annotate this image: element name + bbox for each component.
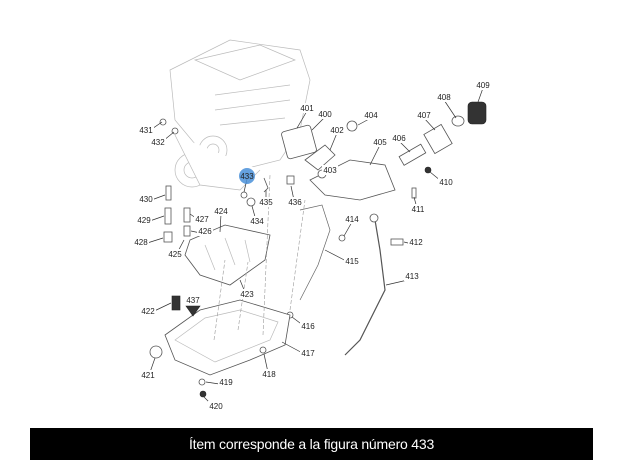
part-number-label: 409 [476,81,490,90]
callout-405: 405 [369,137,388,166]
callout-402: 402 [329,125,345,151]
part-number-label: 425 [168,250,182,259]
part-number-label: 426 [198,227,212,236]
part-number-label: 413 [405,272,419,281]
part-number-label: 416 [301,322,315,331]
part-number-label: 404 [364,111,378,120]
leader-line [329,132,338,151]
callout-420: 420 [203,396,224,411]
callout-414: 414 [343,214,360,237]
callout-424: 424 [213,206,229,233]
callout-430: 430 [138,194,166,204]
callout-415: 415 [324,249,360,266]
part-number-label: 419 [219,378,233,387]
callout-427: 427 [189,213,210,224]
part-number-label: 421 [141,371,155,380]
part-number-label: 408 [437,93,451,102]
callout-401: 401 [296,103,315,129]
callout-407: 407 [416,110,436,131]
part-number-label: 412 [409,238,423,247]
leader-line [443,99,457,119]
leader-line [296,110,308,129]
leader-line [369,144,381,166]
part-number-label: 402 [330,126,344,135]
caption-bar: Ítem corresponde a la figura número 433 [30,428,593,460]
callout-416: 416 [291,316,316,331]
part-number-label: 427 [195,215,209,224]
callout-419: 419 [205,377,234,387]
callout-labels: 400 401 402 403 404 405 406 407 408 409 410 411 412 4… [133,80,491,411]
part-number-label: 407 [417,111,431,120]
small-fasteners [159,118,404,246]
part-number-label: 410 [439,178,453,187]
part-number-label: 435 [259,198,273,207]
part-number-label: 434 [250,217,264,226]
callout-433[interactable]: 433 [239,168,255,193]
caption-text: Ítem corresponde a la figura número 433 [188,436,435,452]
callout-418: 418 [261,353,277,379]
part-number-label: 406 [392,134,406,143]
part-number-label: 429 [137,216,151,225]
callout-423: 423 [239,279,255,299]
part-number-label: 432 [151,138,165,147]
part-number-label: 400 [318,110,332,119]
leader-line [219,213,222,233]
callout-432: 432 [150,131,175,147]
callout-412: 412 [403,237,424,247]
part-number-label: 417 [301,349,315,358]
callout-425: 425 [167,239,185,259]
part-number-label: 431 [139,126,153,135]
callout-426: 426 [190,226,213,236]
callout-404: 404 [357,110,379,126]
callout-431: 431 [138,121,163,135]
callout-428: 428 [133,237,164,247]
callout-409: 409 [475,80,491,103]
callout-406: 406 [391,133,411,153]
callout-436: 436 [287,185,303,207]
oil-pan [149,295,291,398]
callout-408: 408 [436,92,457,119]
callout-417: 417 [281,341,316,358]
part-number-label: 422 [141,307,155,316]
callout-411: 411 [410,196,426,214]
leader-line [311,116,326,131]
part-number-label: 424 [214,207,228,216]
callout-421: 421 [140,357,156,380]
part-number-label: 415 [345,257,359,266]
part-number-label: 411 [412,205,425,214]
leader-line [343,221,353,237]
part-number-label: 433 [240,172,254,181]
callout-435: 435 [258,190,274,207]
callout-422: 422 [140,302,172,316]
part-number-label: 414 [345,215,359,224]
engine-parts-diagram: 400 401 402 403 404 405 406 407 408 409 410 411 412 4… [133,39,491,411]
callout-429: 429 [136,215,165,225]
part-number-label: 420 [209,402,223,411]
dipstick-tube [286,204,386,356]
part-number-label: 405 [373,138,387,147]
part-number-label: 437 [186,296,200,305]
callout-400: 400 [311,109,333,131]
engine-block-ghost [169,39,311,191]
part-number-label: 423 [240,290,254,299]
callout-410: 410 [429,171,454,187]
callout-413: 413 [385,271,420,286]
leader-line [477,87,484,103]
callout-437: 437 [185,295,201,305]
callout-434: 434 [249,205,265,226]
part-number-label: 401 [300,104,314,113]
part-number-label: 418 [262,370,276,379]
part-number-label: 436 [288,198,302,207]
highlight-marker [239,168,255,184]
part-number-label: 403 [323,166,337,175]
part-number-label: 428 [134,238,148,247]
part-number-label: 430 [139,195,153,204]
oil-pump-pickup [184,224,271,286]
callout-403: 403 [321,165,338,175]
